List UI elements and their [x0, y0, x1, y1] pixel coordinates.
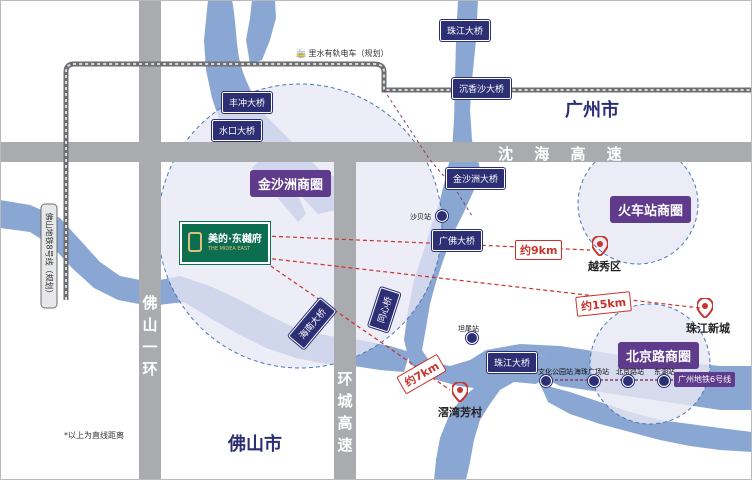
bridge-fengchong: 丰冲大桥 [222, 92, 273, 113]
bridge-shaxiang: 沉香沙大桥 [452, 78, 512, 99]
rail-line-planned-inner [65, 63, 752, 300]
ring-city-char: 高 [337, 414, 353, 432]
station-dot [436, 210, 448, 222]
station-haizhu-label: 海珠广场站 [574, 368, 609, 376]
project-marker[interactable]: 美的·东樾府 THE MIDEA EAST [180, 222, 270, 264]
foshan-ring-char: 环 [142, 360, 158, 378]
foshan-ring-label: 佛 山 一 环 [140, 292, 160, 380]
destination-zhujiang-new-town: 珠江新城 [686, 322, 730, 335]
station-dot [622, 375, 634, 387]
guangzhou-label: 广州市 [565, 100, 619, 121]
ring-city-label: 环 城 高 速 [335, 368, 355, 456]
destination-jiaowan: 滘湾芳村 [438, 406, 482, 419]
foshan-ring-char: 佛 [142, 294, 158, 312]
foshan-label: 佛山市 [228, 434, 282, 455]
railway-station-circle-label: 火车站商圈 [610, 196, 692, 223]
beijinglu-circle-label: 北京路商圈 [618, 342, 700, 369]
shenhai-expressway [0, 142, 752, 162]
bridge-guangfo: 广佛大桥 [432, 230, 483, 251]
ring-city-char: 城 [337, 392, 353, 410]
ring-city-char: 速 [337, 436, 353, 454]
shenhai-expressway-label: 沈 海 高 速 [498, 145, 630, 163]
pin-icon [452, 382, 468, 402]
foshan-ring-road [139, 0, 161, 480]
ring-city-char: 环 [337, 370, 353, 388]
station-dot [658, 375, 670, 387]
jinshazhou-circle-label: 金沙洲商圈 [250, 170, 332, 197]
station-beijinglu-label: 北京路站 [616, 368, 644, 376]
project-logo-icon [188, 232, 202, 252]
bridge-zhujiang-big: 珠江大桥 [440, 20, 491, 41]
distance-note: *以上为直线距离 [64, 431, 124, 440]
bridge-jinshazhou: 金沙洲大桥 [446, 168, 506, 189]
station-wenhua-label: 文化公园站 [538, 368, 573, 376]
station-dot [540, 375, 552, 387]
jinshazhou-link-line [383, 89, 473, 217]
station-tanwei-label: 坦尾站 [458, 325, 479, 333]
station-shabei-label: 沙贝站 [410, 213, 431, 221]
foshan-ring-char: 山 [142, 316, 158, 334]
distance-yuexiu: 约9km [515, 240, 563, 260]
pin-icon [592, 236, 608, 256]
ring-city-expressway [334, 162, 356, 480]
rail-label-text: 里水有轨电车（规划） [308, 49, 389, 58]
metro8-badge [40, 203, 58, 309]
pin-icon [697, 298, 713, 318]
station-dot [588, 375, 600, 387]
line-jiaowan [264, 261, 451, 391]
project-name: 美的·东樾府 [208, 234, 262, 245]
project-subtitle: THE MIDEA EAST [208, 246, 251, 252]
tram-icon: 🚋 [296, 49, 306, 58]
destination-yuexiu: 越秀区 [588, 260, 621, 273]
station-donghu-label: 东湖站 [654, 368, 675, 376]
line-yuexiu [264, 235, 591, 251]
rail-label: 🚋 里水有轨电车（规划） [296, 48, 389, 59]
metro6-label: 广州地铁6号线 [674, 372, 736, 387]
bridge-zhujiang: 珠江大桥 [487, 352, 538, 373]
foshan-ring-char: 一 [142, 338, 158, 356]
river-top-middle [246, 0, 276, 64]
station-dot [466, 332, 478, 344]
bridge-shuikou: 水口大桥 [212, 120, 263, 141]
